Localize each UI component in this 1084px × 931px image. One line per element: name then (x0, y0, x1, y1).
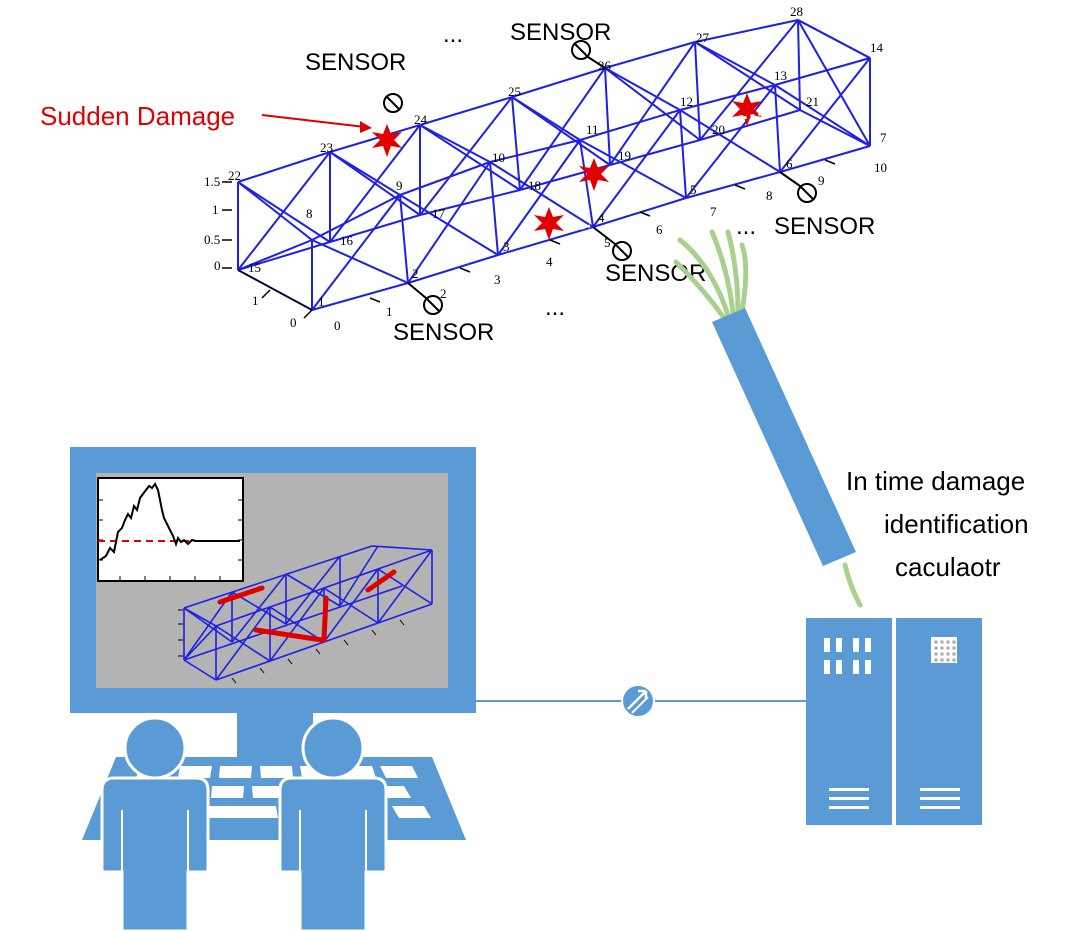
node-label: 13 (774, 68, 787, 83)
node-label: 12 (680, 94, 693, 109)
node-label: 28 (790, 4, 803, 19)
node-number-labels: 1 2 3 4 5 6 7 8 9 10 11 12 13 14 15 16 1… (228, 4, 887, 309)
node-label: 5 (690, 182, 697, 197)
screen-truss-model (183, 545, 433, 681)
node-label: 11 (586, 122, 599, 137)
node-label: 3 (503, 239, 510, 254)
sensor-icon (571, 40, 606, 69)
node-label: 22 (228, 168, 241, 183)
node-label: 7 (880, 130, 887, 145)
node-label: 25 (508, 84, 521, 99)
node-label: 23 (320, 140, 333, 155)
network-hub-icon (621, 684, 655, 718)
node-label: 2 (412, 266, 419, 281)
tick-label: 9 (818, 173, 825, 188)
vertical-tick-labels: 1.5 1 0.5 0 0 1 0 1 2 3 4 5 6 7 8 9 10 (204, 160, 887, 333)
node-label: 4 (598, 210, 605, 225)
sensor-label: SENSOR (393, 319, 494, 346)
node-label: 19 (618, 148, 631, 163)
tick-label: 0 (214, 258, 221, 273)
tick-label: 1 (212, 202, 219, 217)
sensor-icon (779, 171, 817, 203)
node-label: 17 (432, 206, 446, 221)
operator-icon (100, 716, 210, 931)
damage-markers (372, 93, 762, 240)
damage-star-icon (732, 93, 762, 126)
node-label: 18 (528, 178, 541, 193)
damage-star-icon (372, 124, 402, 157)
node-label: 26 (598, 58, 612, 73)
sensor-label: SENSOR (605, 260, 706, 287)
node-label: 1 (318, 294, 325, 309)
calculator-label-line1: In time damage (846, 466, 1025, 496)
node-label: 27 (696, 30, 710, 45)
node-label: 14 (870, 40, 884, 55)
sensor-icon (407, 282, 443, 315)
node-label: 15 (248, 260, 261, 275)
node-label: 8 (306, 206, 313, 221)
sensors (383, 40, 817, 315)
sudden-damage-label: Sudden Damage (40, 101, 235, 131)
cable-icon (673, 229, 863, 608)
node-label: 20 (712, 122, 725, 137)
tick-label: 6 (656, 222, 663, 237)
tick-label: 0 (290, 315, 297, 330)
tick-label: 0 (334, 318, 341, 333)
tick-label: 0.5 (204, 232, 220, 247)
node-label: 10 (492, 150, 505, 165)
sensor-label: SENSOR (305, 49, 406, 76)
node-label: 24 (414, 112, 428, 127)
server-icon (806, 618, 982, 825)
truss-axis-ticks (222, 159, 836, 319)
node-label: 6 (786, 156, 793, 171)
sensor-label: SENSOR (774, 213, 875, 240)
tick-label: 1 (386, 304, 393, 319)
tick-label: 1 (252, 293, 259, 308)
tick-label: 1.5 (204, 174, 220, 189)
node-label: 9 (396, 178, 403, 193)
screen-truss-ticks (178, 609, 405, 684)
damage-star-icon (534, 207, 564, 240)
operator-icon (278, 716, 388, 931)
damage-arrow (261, 114, 372, 133)
tick-label: 4 (546, 254, 553, 269)
tick-label: 8 (766, 188, 773, 203)
node-label: 16 (340, 233, 354, 248)
sensor-label: SENSOR (510, 19, 611, 46)
tick-label: 3 (494, 272, 501, 287)
node-label: 21 (806, 94, 819, 109)
sensor-icon (592, 226, 632, 261)
screen-response-plot (97, 477, 244, 582)
sensor-icon (383, 93, 403, 113)
calculator-label-line3: caculaotr (895, 552, 1001, 582)
calculator-label-line2: identification (884, 509, 1029, 539)
tick-label: 2 (440, 286, 447, 301)
tick-label: 5 (604, 235, 611, 250)
tick-label: 10 (874, 160, 887, 175)
operator-arm-lines (121, 810, 367, 872)
ellipsis-label: ... (736, 213, 756, 240)
tick-label: 7 (710, 204, 717, 219)
truss-structure (237, 19, 871, 311)
damage-star-icon (579, 158, 609, 191)
ellipsis-label: ... (443, 21, 463, 48)
screen-damaged-members (217, 569, 397, 643)
ellipsis-label: ... (545, 294, 565, 321)
